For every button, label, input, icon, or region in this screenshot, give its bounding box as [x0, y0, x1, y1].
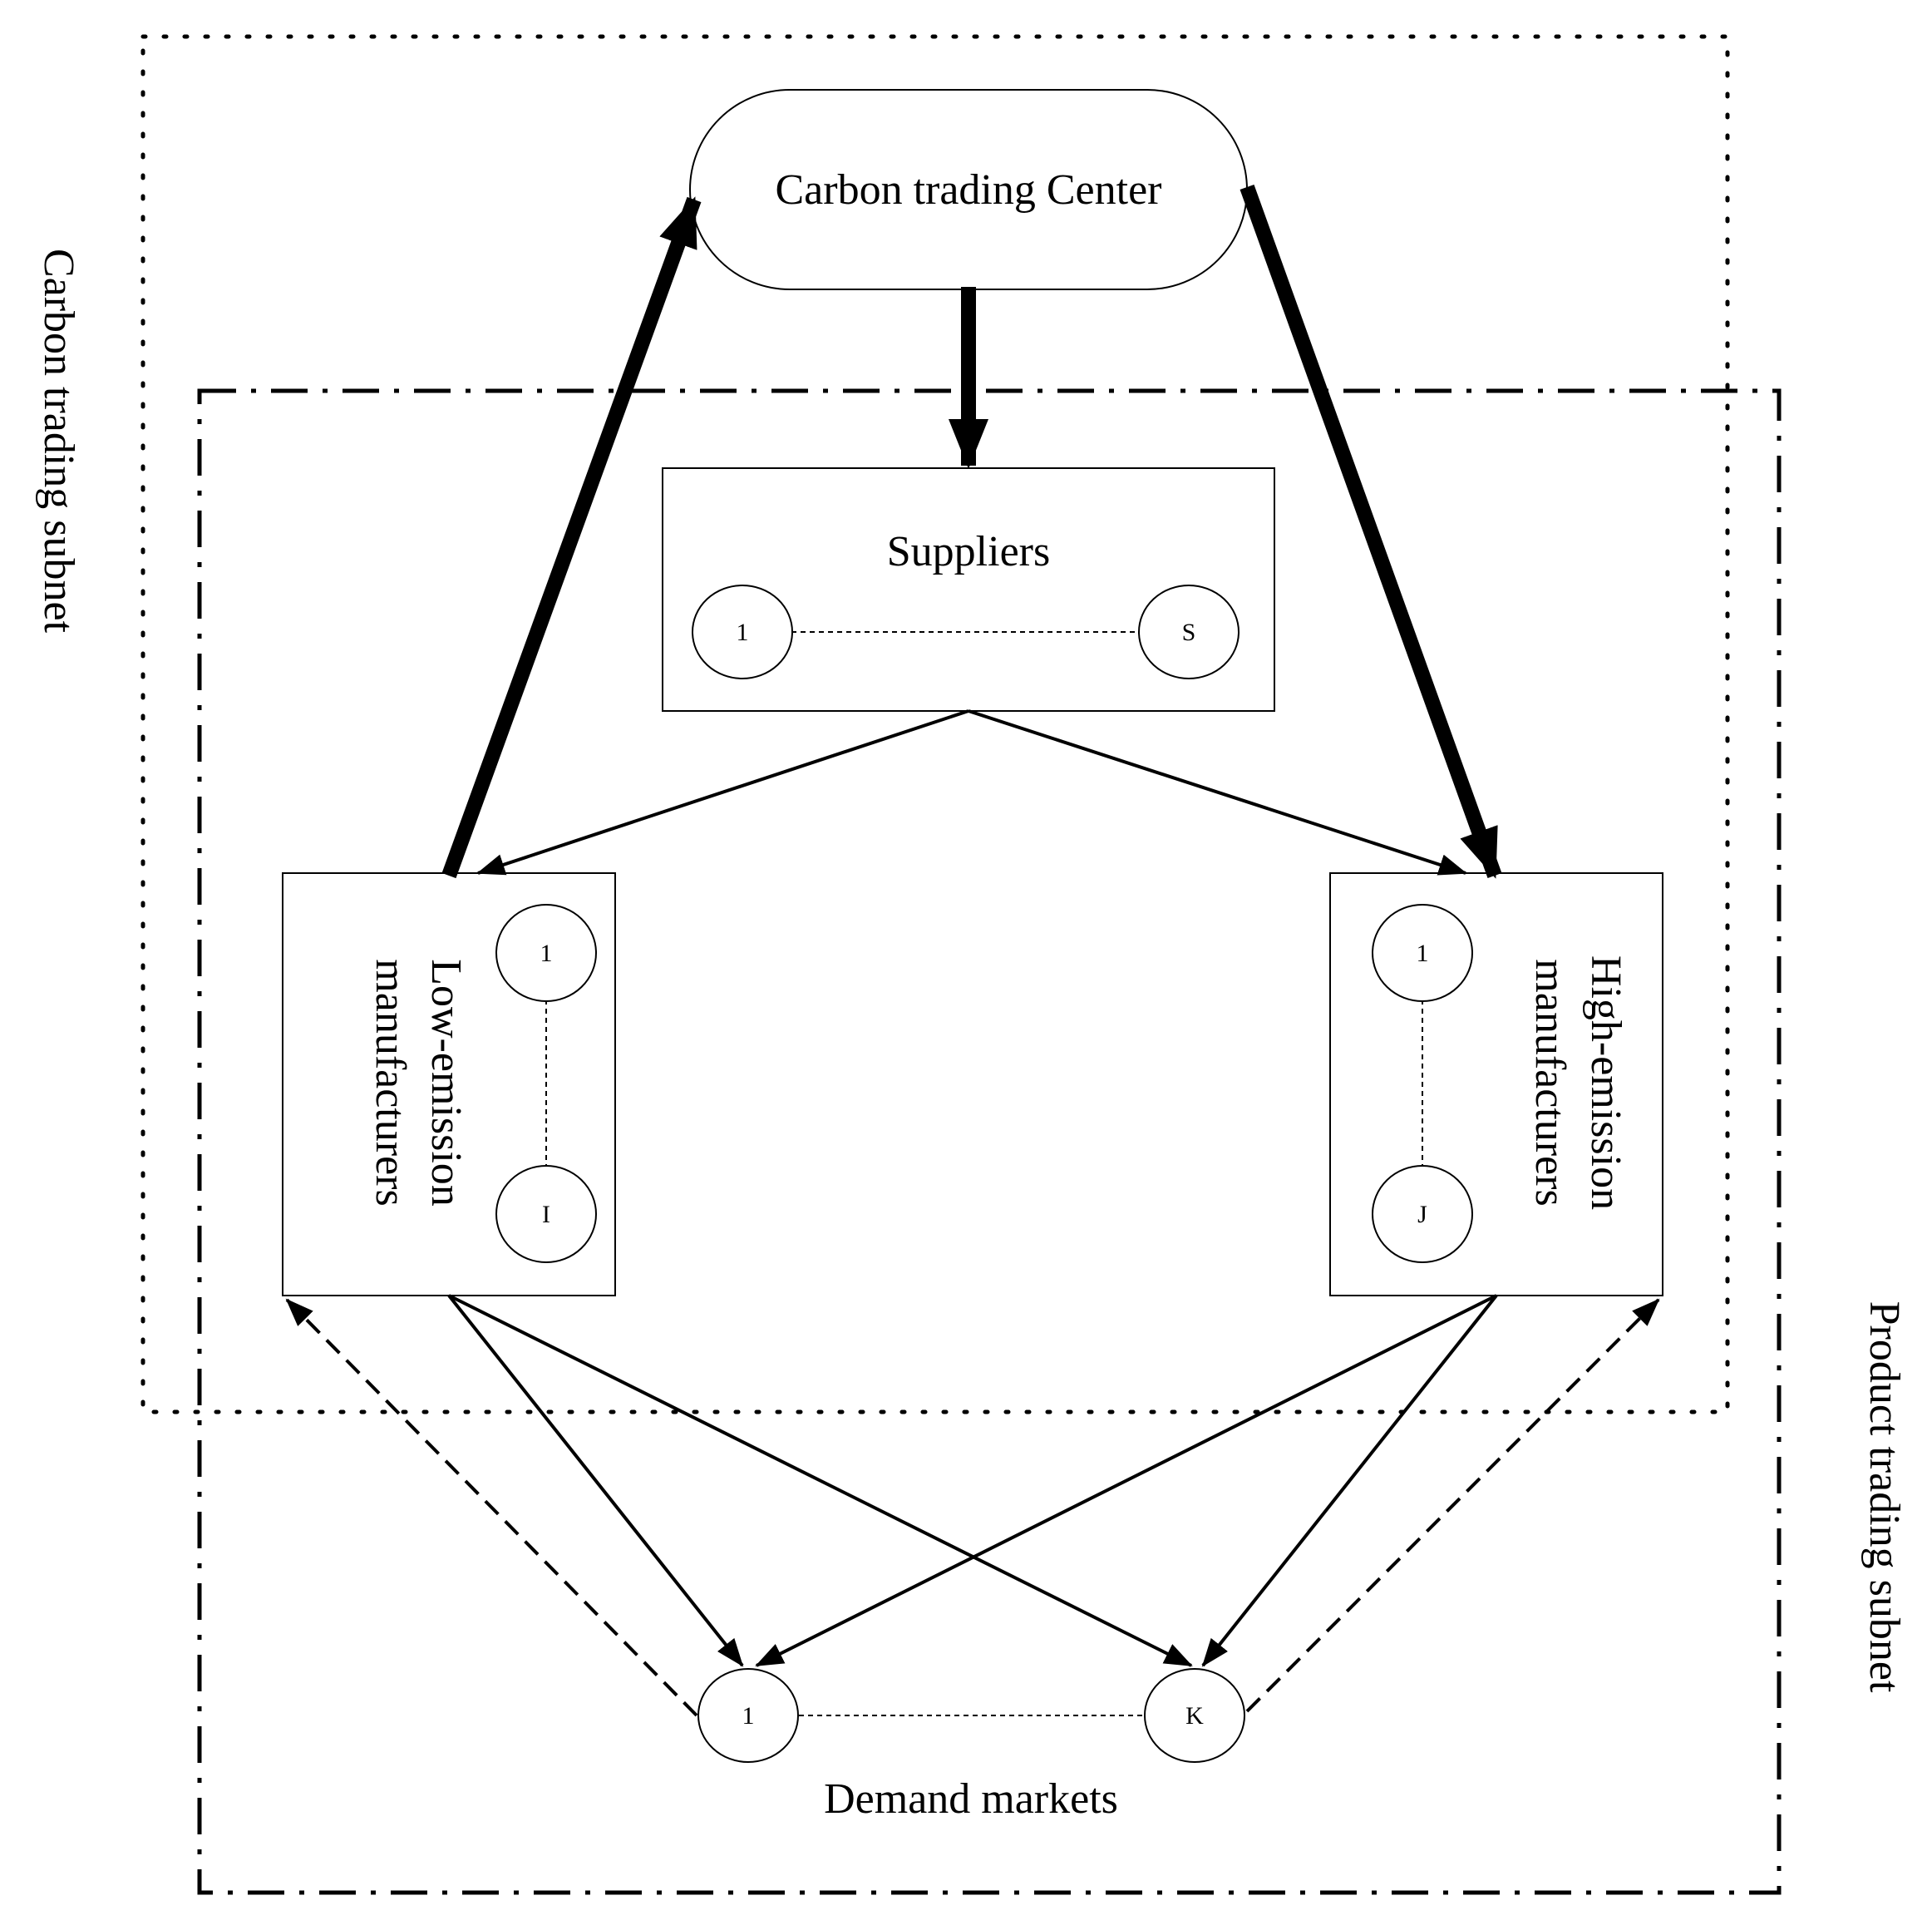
high-emission-node-first — [1372, 904, 1473, 1002]
high-emission-title-line1: High-emission — [1582, 955, 1629, 1210]
low-emission-title-line2: manufacturers — [367, 959, 414, 1206]
low-emission-title-line1: Low-emission — [422, 959, 470, 1207]
supplier-node-last — [1138, 585, 1240, 679]
carbon-subnet-boundary — [140, 34, 1730, 1414]
arrow-low-emission-to-demand-last — [448, 1294, 1193, 1667]
arrow-low-emission-to-center — [441, 196, 702, 879]
demand-node-first — [697, 1668, 799, 1763]
supplier-node-first-label: 1 — [737, 619, 749, 646]
arrow-low-emission-to-demand-first — [447, 1294, 744, 1667]
high-emission-title-line2: manufacturers — [1526, 959, 1574, 1206]
product-subnet-boundary — [197, 388, 1782, 1895]
low-emission-node-last-label: I — [542, 1201, 550, 1228]
low-emission-node-first — [495, 904, 597, 1002]
demand-node-last-label: K — [1185, 1702, 1204, 1730]
arrow-high-emission-to-demand-first — [755, 1294, 1497, 1667]
arrow-demand-to-low-emission — [285, 1298, 698, 1717]
arrow-suppliers-to-low-emission — [476, 709, 969, 876]
carbon-subnet-label: Carbon trading subnet — [35, 249, 82, 634]
demand-node-last — [1144, 1668, 1245, 1763]
demand-node-first-label: 1 — [742, 1702, 755, 1730]
product-subnet-label: Product trading subnet — [1861, 1301, 1908, 1693]
supplier-node-last-label: S — [1182, 619, 1196, 646]
supplier-node-first — [692, 585, 793, 679]
suppliers-title: Suppliers — [887, 528, 1050, 575]
arrow-suppliers-to-high-emission — [968, 709, 1467, 876]
carbon-center-label: Carbon trading Center — [776, 166, 1162, 214]
demand-markets-title: Demand markets — [824, 1775, 1118, 1823]
low-emission-node-last — [495, 1165, 597, 1263]
low-emission-node-first-label: 1 — [540, 940, 553, 967]
high-emission-node-last-label: J — [1417, 1201, 1427, 1228]
arrow-high-emission-to-demand-last — [1201, 1294, 1498, 1667]
high-emission-node-first-label: 1 — [1417, 940, 1429, 967]
arrow-center-to-high-emission — [1240, 184, 1502, 879]
high-emission-node-last — [1372, 1165, 1473, 1263]
arrow-demand-to-high-emission — [1245, 1298, 1660, 1713]
